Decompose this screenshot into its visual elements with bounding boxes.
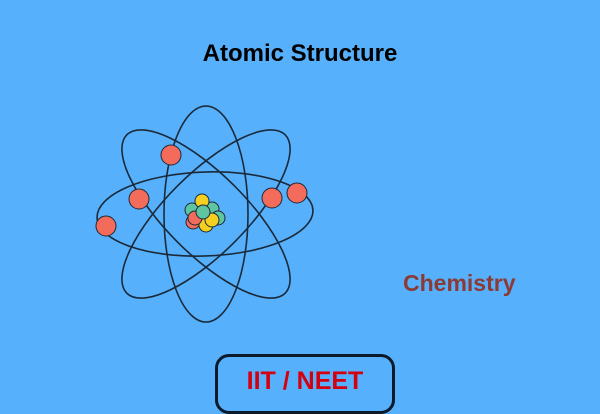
exam-badge: IIT / NEET [215, 354, 395, 414]
electrons [95, 144, 308, 237]
page-title: Atomic Structure [202, 40, 398, 67]
orbit-diagonal-1 [121, 129, 291, 299]
orbit-diagonal-2 [121, 129, 291, 299]
subject-label: Chemistry [403, 270, 516, 296]
nucleus [184, 193, 226, 233]
orbit-horizontal [96, 171, 314, 257]
orbit-vertical [163, 105, 249, 323]
electron [261, 187, 283, 209]
electron [286, 182, 308, 204]
exam-badge-label: IIT / NEET [246, 367, 364, 395]
orbits [96, 105, 314, 323]
electron [95, 215, 117, 237]
electron [160, 144, 182, 166]
atom-illustration [95, 105, 314, 323]
electron [128, 188, 150, 210]
